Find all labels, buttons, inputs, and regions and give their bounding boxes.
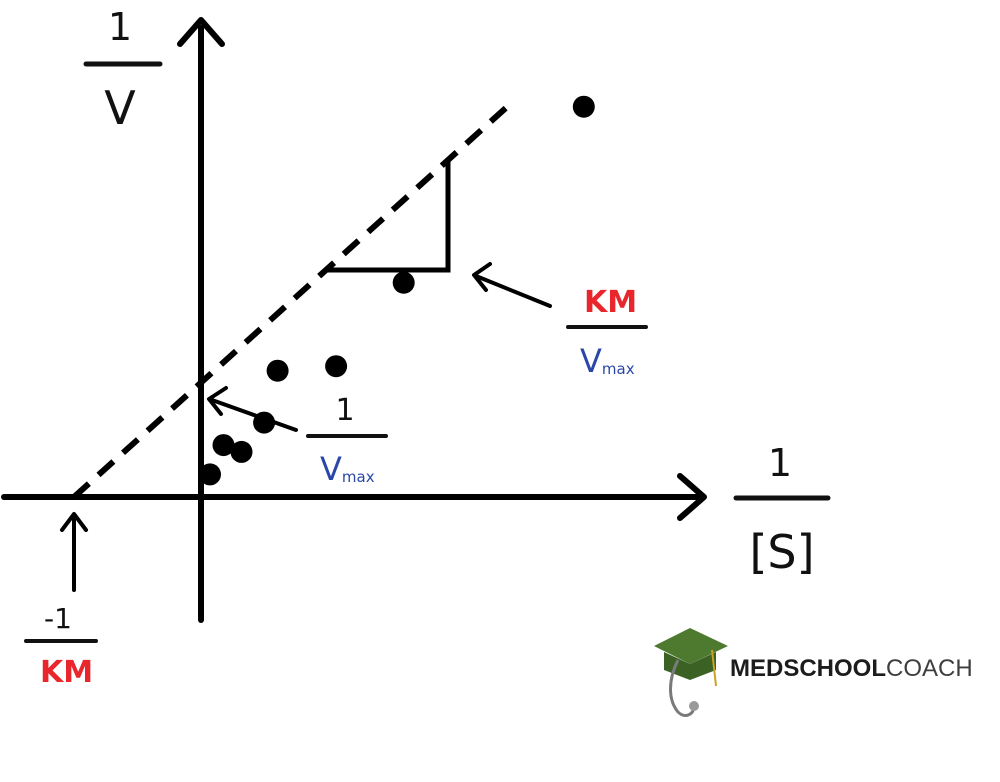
x-intercept-annotation: -1 KM [24, 512, 98, 690]
regression-line [71, 103, 511, 500]
x-axis-label-numerator: 1 [768, 441, 792, 485]
x-axis-arrowhead [677, 473, 707, 521]
medschoolcoach-logo: MEDSCHOOLCOACH [654, 628, 973, 717]
y-intercept-label-numerator: 1 [335, 393, 354, 428]
graduation-cap-stethoscope-icon [654, 628, 728, 717]
slope-arrow-head [472, 262, 492, 292]
slope-annotation: KM Vmax [472, 262, 648, 380]
y-axis-label-denominator: V [104, 81, 136, 135]
x-intercept-label-numerator: -1 [44, 602, 72, 635]
y-axis-label-numerator: 1 [108, 5, 132, 49]
x-axis-label-denominator: [S] [749, 525, 814, 579]
y-intercept-arrow-head [207, 386, 228, 416]
y-intercept-annotation: 1 Vmax [207, 386, 388, 488]
logo-wordmark: MEDSCHOOLCOACH [730, 655, 973, 682]
x-intercept-label-denominator: KM [40, 655, 93, 690]
y-axis-arrowhead [177, 17, 225, 47]
slope-triangle [326, 158, 451, 273]
y-axis-label: 1 V [83, 5, 163, 135]
data-point-8 [572, 95, 595, 118]
data-point-3 [230, 440, 253, 463]
data-point-2 [212, 434, 235, 457]
y-intercept-label-denominator: Vmax [320, 450, 375, 488]
slope-arrow-shaft [474, 274, 552, 308]
y-intercept-arrow-shaft [210, 398, 298, 432]
data-point-5 [266, 359, 289, 382]
slope-label-numerator: KM [584, 285, 637, 320]
data-point-6 [325, 355, 348, 378]
data-points [199, 95, 595, 486]
data-point-1 [199, 463, 221, 486]
data-point-7 [392, 271, 415, 294]
x-axis-label: 1 [S] [733, 441, 831, 579]
x-intercept-arrow-head [60, 512, 88, 532]
slope-label-denominator: Vmax [580, 342, 635, 380]
